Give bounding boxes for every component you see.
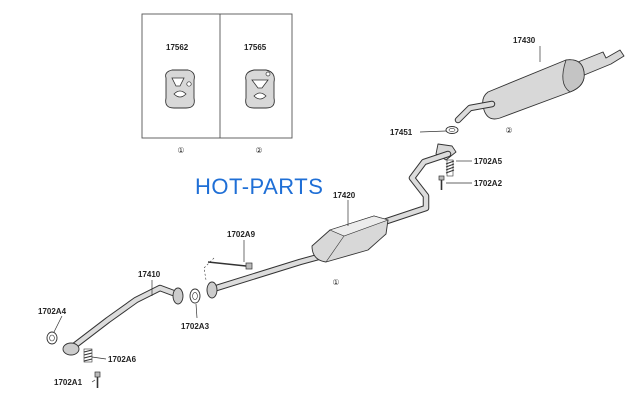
front-pipe-17410[interactable] xyxy=(62,284,184,356)
label-17430: 17430 xyxy=(513,36,536,45)
front-pipe-rear-flange xyxy=(172,287,184,305)
label-1702A9: 1702A9 xyxy=(227,230,256,239)
bolt-1702A1[interactable] xyxy=(94,371,101,388)
inset-right-part-number: 17565 xyxy=(244,43,267,52)
center-pipe-17420[interactable] xyxy=(206,143,457,299)
label-17410: 17410 xyxy=(138,270,161,279)
watermark-text: HOT-PARTS xyxy=(195,174,323,199)
gasket-1702A4[interactable] xyxy=(46,331,58,345)
hanger-17562[interactable] xyxy=(165,69,195,109)
ref-marker-converter-hanger: ① xyxy=(332,278,339,287)
rear-muffler-17430[interactable] xyxy=(454,49,625,124)
bolt-1702A2[interactable] xyxy=(438,175,445,190)
ref-marker-muffler-hanger: ② xyxy=(505,126,512,135)
label-17451: 17451 xyxy=(390,128,413,137)
label-1702A2: 1702A2 xyxy=(474,179,503,188)
inset-left-ref: ① xyxy=(177,146,184,155)
spring-1702A5[interactable] xyxy=(445,159,455,177)
gasket-1702A3[interactable] xyxy=(189,288,201,304)
label-1702A1: 1702A1 xyxy=(54,378,83,387)
label-1702A3: 1702A3 xyxy=(181,322,210,331)
label-17420: 17420 xyxy=(333,191,356,200)
label-1702A6: 1702A6 xyxy=(108,355,137,364)
gasket-17451[interactable] xyxy=(445,126,459,134)
inset-right-ref: ② xyxy=(255,146,262,155)
front-pipe-front-flange xyxy=(62,342,80,356)
spring-1702A6[interactable] xyxy=(83,348,93,363)
leader-lines xyxy=(53,46,541,383)
center-pipe-front-flange xyxy=(206,281,218,299)
assembly-guide-line xyxy=(203,257,215,281)
inset-left-part-number: 17562 xyxy=(166,43,189,52)
label-1702A4: 1702A4 xyxy=(38,307,67,316)
hanger-17565[interactable] xyxy=(245,69,275,109)
label-1702A5: 1702A5 xyxy=(474,157,503,166)
hanger-inset: 17562 17565 ① ② xyxy=(141,13,293,155)
bolt-1702A9[interactable] xyxy=(203,257,253,281)
